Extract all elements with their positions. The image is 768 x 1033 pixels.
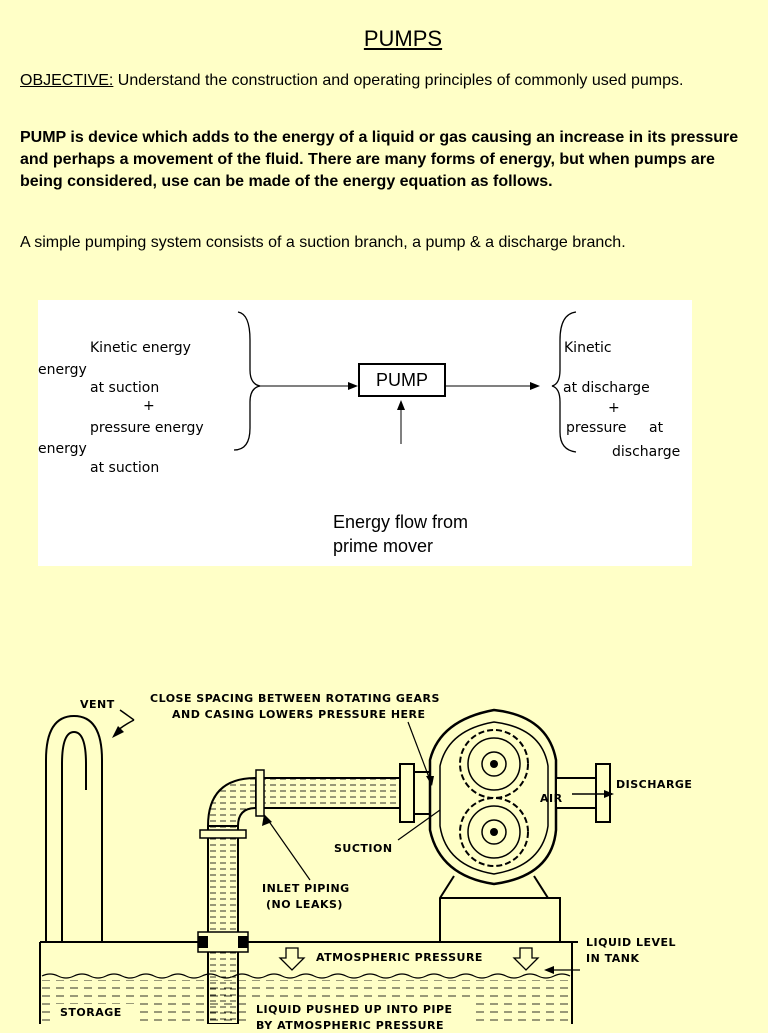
objective-paragraph: OBJECTIVE: Understand the construction a… <box>20 70 760 92</box>
label-close-spacing-1: CLOSE SPACING BETWEEN ROTATING GEARS <box>150 692 440 705</box>
left-at-suction-1: at suction <box>90 380 160 396</box>
pump-definition-paragraph: PUMP is device which adds to the energy … <box>20 129 739 190</box>
right-at: at <box>649 420 664 436</box>
left-at-suction-2: at suction <box>90 460 160 476</box>
objective-label: OBJECTIVE: <box>20 72 114 89</box>
label-close-spacing-2: AND CASING LOWERS PRESSURE HERE <box>172 708 426 721</box>
left-plus: + <box>143 398 155 414</box>
left-pressure-energy: pressure energy <box>90 420 204 436</box>
right-pressure: pressure <box>566 420 627 436</box>
pumping-system-paragraph: A simple pumping system consists of a su… <box>20 234 626 251</box>
gear-pump-diagram: VENT CLOSE SPACING BETWEEN ROTATING GEAR… <box>0 680 768 1032</box>
right-plus: + <box>608 400 620 416</box>
label-liquid-level-1: LIQUID LEVEL <box>586 936 676 949</box>
label-inlet-piping-2: (NO LEAKS) <box>266 898 343 911</box>
label-storage: STORAGE <box>60 1006 122 1019</box>
right-kinetic: Kinetic <box>564 340 612 356</box>
label-liquid-pushed: LIQUID PUSHED UP INTO PIPE <box>256 1003 453 1016</box>
left-energy-1: energy <box>38 362 87 378</box>
energy-flow-diagram: Kinetic energy energy at suction + press… <box>38 300 692 566</box>
label-by-atmospheric: BY ATMOSPHERIC PRESSURE <box>256 1019 445 1032</box>
label-air: AIR <box>540 792 563 805</box>
gear-pump-drawing <box>39 708 614 1024</box>
pump-box: PUMP <box>358 363 446 397</box>
energy-flow-lines <box>233 311 577 453</box>
objective-text: Understand the construction and operatin… <box>113 72 684 89</box>
right-discharge: discharge <box>612 444 681 460</box>
label-discharge: DISCHARGE <box>616 778 693 791</box>
caption-line-1: Energy flow from <box>333 512 469 532</box>
label-vent: VENT <box>80 698 115 711</box>
label-inlet-piping-1: INLET PIPING <box>262 882 350 895</box>
label-atmospheric-pressure: ATMOSPHERIC PRESSURE <box>316 951 483 964</box>
left-kinetic-energy: Kinetic energy <box>90 340 191 356</box>
caption-line-2: prime mover <box>333 536 434 556</box>
left-energy-2: energy <box>38 441 87 457</box>
label-suction: SUCTION <box>334 842 393 855</box>
page-title: PUMPS <box>363 26 443 51</box>
right-at-discharge: at discharge <box>563 380 650 396</box>
energy-flow-caption: Energy flow from prime mover <box>333 510 468 558</box>
label-liquid-level-2: IN TANK <box>586 952 640 965</box>
